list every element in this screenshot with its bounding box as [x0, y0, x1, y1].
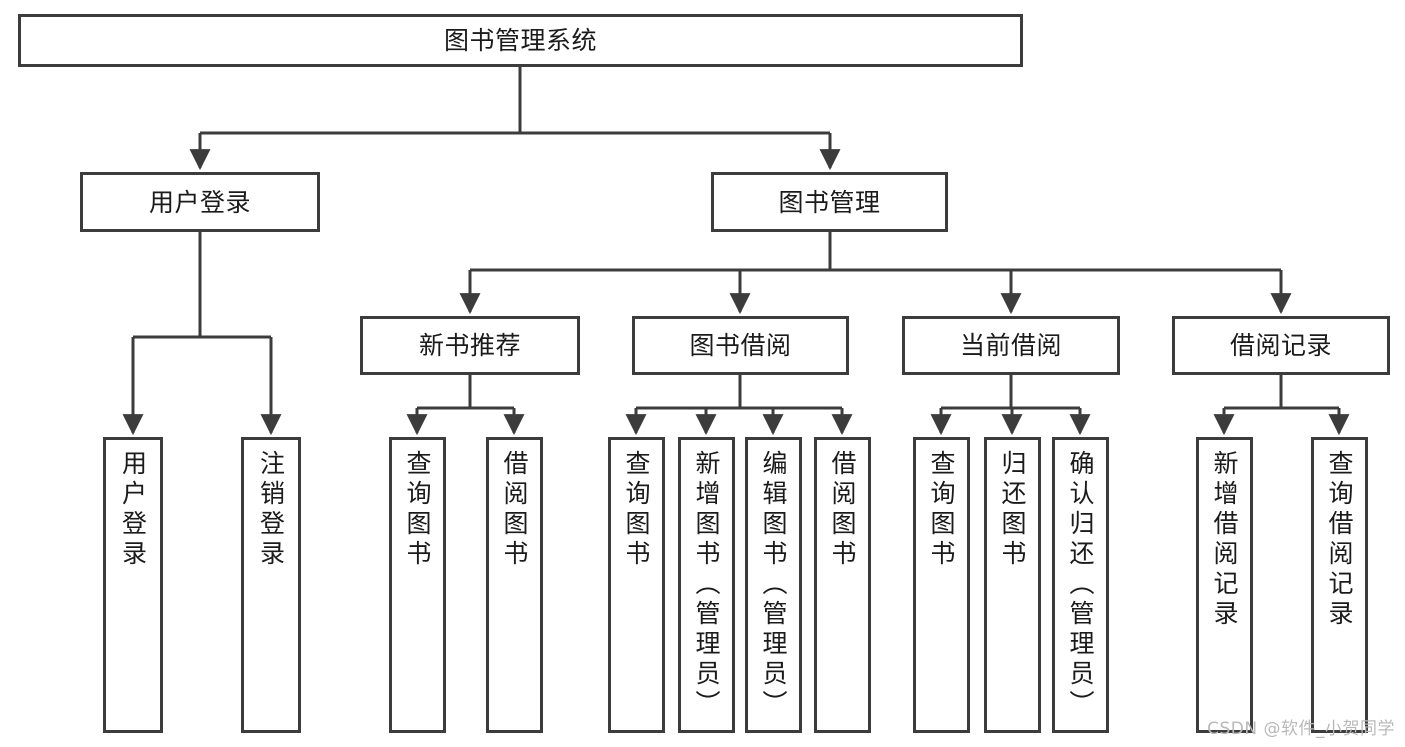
node-book-management[interactable]: 图书管理: [711, 172, 948, 232]
node-user-login-label: 用户登录: [148, 187, 251, 217]
leaf-query-book-cb-label: 查询图书: [927, 450, 956, 570]
node-new-book-recommend-label: 新书推荐: [418, 331, 521, 360]
node-root-label: 图书管理系统: [443, 26, 597, 55]
leaf-confirm-return-admin-label: 确认归还（管理员）: [1066, 450, 1095, 720]
leaf-query-borrow-record[interactable]: 查询借阅记录: [1311, 437, 1368, 733]
node-root[interactable]: 图书管理系统: [18, 14, 1023, 67]
leaf-logout-label: 注销登录: [256, 450, 286, 570]
leaf-query-book-cb[interactable]: 查询图书: [913, 437, 970, 733]
leaf-query-book-nb-label: 查询图书: [403, 450, 432, 570]
leaf-borrow-book-nb[interactable]: 借阅图书: [486, 437, 543, 733]
leaf-borrow-book-bb[interactable]: 借阅图书: [814, 437, 871, 733]
node-current-borrow[interactable]: 当前借阅: [902, 316, 1120, 375]
leaf-query-borrow-record-label: 查询借阅记录: [1325, 450, 1354, 630]
node-book-borrow-label: 图书借阅: [689, 331, 792, 360]
leaf-user-login[interactable]: 用户登录: [103, 437, 163, 733]
leaf-edit-book-admin-label: 编辑图书（管理员）: [759, 450, 788, 720]
leaf-borrow-book-nb-label: 借阅图书: [500, 450, 529, 570]
watermark: CSDN @软件_小贺同学: [1207, 719, 1395, 739]
leaf-return-book[interactable]: 归还图书: [984, 437, 1041, 733]
leaf-confirm-return-admin[interactable]: 确认归还（管理员）: [1052, 437, 1109, 733]
leaf-add-book-admin-label: 新增图书（管理员）: [692, 450, 721, 720]
leaf-add-book-admin[interactable]: 新增图书（管理员）: [678, 437, 735, 733]
leaf-logout[interactable]: 注销登录: [241, 437, 301, 733]
leaf-return-book-label: 归还图书: [998, 450, 1027, 570]
leaf-add-borrow-record[interactable]: 新增借阅记录: [1196, 437, 1253, 733]
leaf-query-book-nb[interactable]: 查询图书: [389, 437, 446, 733]
leaf-borrow-book-bb-label: 借阅图书: [828, 450, 857, 570]
node-borrow-record-label: 借阅记录: [1229, 331, 1332, 360]
node-book-borrow[interactable]: 图书借阅: [632, 316, 849, 375]
node-borrow-record[interactable]: 借阅记录: [1172, 316, 1390, 375]
leaf-user-login-label: 用户登录: [118, 450, 148, 570]
node-book-management-label: 图书管理: [778, 187, 881, 217]
leaf-add-borrow-record-label: 新增借阅记录: [1210, 450, 1239, 630]
node-current-borrow-label: 当前借阅: [959, 331, 1062, 360]
leaf-query-book-bb[interactable]: 查询图书: [608, 437, 665, 733]
leaf-query-book-bb-label: 查询图书: [622, 450, 651, 570]
leaf-edit-book-admin[interactable]: 编辑图书（管理员）: [745, 437, 802, 733]
node-new-book-recommend[interactable]: 新书推荐: [360, 316, 580, 375]
node-user-login[interactable]: 用户登录: [80, 172, 320, 232]
